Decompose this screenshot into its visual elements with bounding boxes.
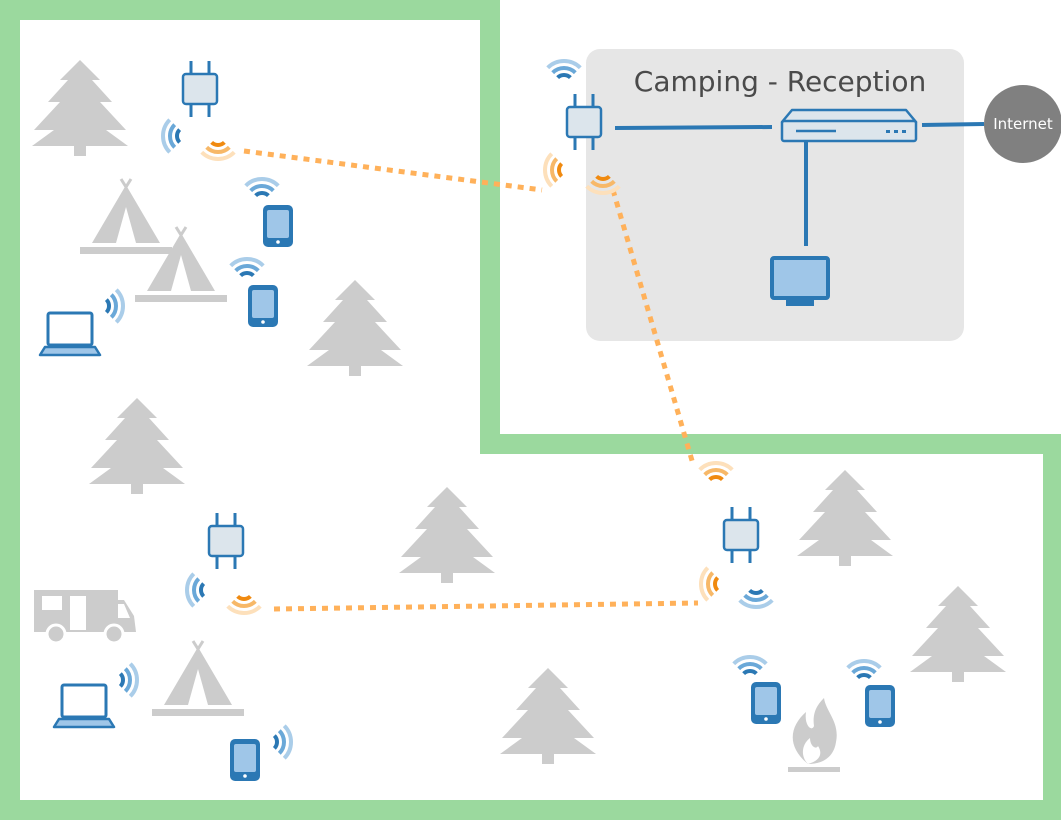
internet-label: Internet	[993, 115, 1053, 133]
wifi-signal-icon	[228, 590, 261, 623]
tree-icon	[500, 668, 596, 764]
phone-icon	[248, 285, 278, 327]
wifi-signal-icon	[700, 453, 733, 486]
wifi-signal-icon	[691, 568, 724, 601]
wifi-signal-icon	[100, 290, 133, 323]
mesh-link	[243, 148, 543, 193]
tree-icon	[89, 398, 185, 494]
wifi-signal-icon	[153, 120, 186, 153]
wifi-signal-icon	[535, 154, 568, 187]
monitor-icon	[770, 256, 830, 306]
tree-icon	[399, 487, 495, 583]
wifi-signal-icon	[268, 726, 301, 759]
tent-icon	[78, 177, 174, 256]
phone-icon	[751, 682, 781, 724]
wifi-signal-icon	[734, 647, 767, 680]
router-internet-link	[921, 122, 985, 127]
wifi-signal-icon	[548, 51, 581, 84]
camper-van-icon	[34, 590, 136, 645]
phone-icon	[230, 739, 260, 781]
reception-title: Camping - Reception	[634, 65, 926, 98]
tree-icon	[32, 60, 128, 156]
phone-icon	[263, 205, 293, 247]
mesh-link	[273, 600, 699, 612]
tree-icon	[910, 586, 1006, 682]
ap-router-link	[614, 125, 773, 130]
access-point-icon	[722, 505, 760, 565]
wifi-signal-icon	[231, 249, 264, 282]
wifi-signal-icon	[202, 136, 235, 169]
internet-node: Internet	[984, 85, 1061, 163]
campfire-icon	[788, 698, 840, 772]
tent-icon	[150, 639, 246, 718]
wifi-signal-icon	[246, 169, 279, 202]
tree-icon	[307, 280, 403, 376]
access-point-icon	[207, 511, 245, 571]
wifi-signal-icon	[177, 574, 210, 607]
tree-icon	[797, 470, 893, 566]
wifi-signal-icon	[848, 651, 881, 684]
wifi-signal-icon	[740, 584, 773, 617]
access-point-icon	[181, 59, 219, 119]
router-icon	[780, 108, 918, 143]
laptop-icon	[52, 683, 116, 729]
phone-icon	[865, 685, 895, 727]
laptop-icon	[38, 311, 102, 357]
wifi-signal-icon	[114, 664, 147, 697]
